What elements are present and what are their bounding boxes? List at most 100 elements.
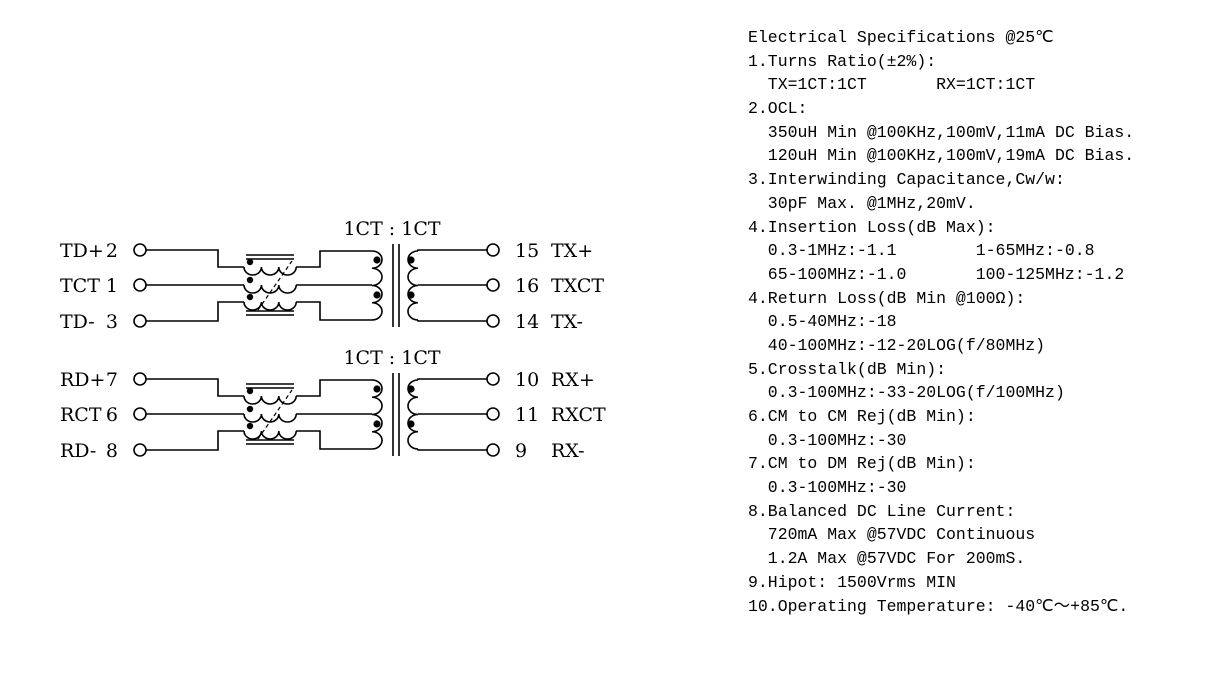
spec-line: 65-100MHz:-1.0 100-125MHz:-1.2 (748, 264, 1125, 284)
pin-circle (486, 372, 500, 386)
pin-circle (486, 314, 500, 328)
pin-number: 2 (106, 240, 118, 262)
pin-number: 1 (106, 275, 118, 297)
spec-line: 8.Balanced DC Line Current: (748, 501, 1016, 521)
polarity-dot (407, 291, 415, 299)
pin-number: 16 (515, 275, 539, 297)
polarity-dot (246, 405, 254, 413)
polarity-dot (246, 422, 254, 430)
polarity-dot (246, 258, 254, 266)
wire (417, 320, 487, 322)
primary-winding (371, 250, 383, 321)
spec-line: 30pF Max. @1MHz,20mV. (748, 193, 976, 213)
polarity-dot (246, 293, 254, 301)
pin-circle (486, 243, 500, 257)
pin-circle (133, 243, 147, 257)
pin-number: 7 (106, 369, 118, 391)
choke-winding (243, 395, 297, 405)
pin-circle (133, 407, 147, 421)
pin-number: 10 (515, 369, 539, 391)
pin-label: TXCT (551, 275, 604, 297)
pin-circle (486, 443, 500, 457)
wire (146, 249, 244, 268)
pin-label: RX+ (551, 369, 595, 391)
pin-label: RX- (551, 440, 585, 462)
coupling-dash (257, 389, 293, 440)
turns-ratio-label: 1CT : 1CT (343, 347, 440, 369)
spec-line: 3.Interwinding Capacitance,Cw/w: (748, 170, 1065, 190)
electrical-specifications: Electrical Specifications @25℃ 1.Turns Ra… (748, 26, 1208, 618)
wire (417, 378, 487, 380)
polarity-dot (373, 291, 381, 299)
spec-line: 0.3-100MHz:-33-20LOG(f/100MHz) (748, 383, 1065, 403)
polarity-dot (407, 256, 415, 264)
turns-ratio-label: 1CT : 1CT (343, 218, 440, 240)
spec-line: 0.3-100MHz:-30 (748, 430, 907, 450)
spec-line: 4.Return Loss(dB Min @100Ω): (748, 288, 1026, 308)
pin-label: TX- (551, 311, 583, 333)
coupling-dash (257, 260, 293, 311)
spec-line: 6.CM to CM Rej(dB Min): (748, 407, 976, 426)
spec-line: 0.3-100MHz:-30 (748, 478, 907, 498)
choke-winding (243, 266, 297, 276)
spec-line: 4.Insertion Loss(dB Max): (748, 217, 996, 237)
spec-line: 7.CM to DM Rej(dB Min): (748, 454, 976, 474)
pin-label: RCT (60, 404, 102, 426)
polarity-dot (246, 387, 254, 395)
spec-line: 350uH Min @100KHz,100mV,11mA DC Bias. (748, 122, 1135, 142)
pin-number: 8 (106, 440, 118, 462)
spec-line: 40-100MHz:-12-20LOG(f/80MHz) (748, 335, 1046, 355)
wire (296, 301, 372, 321)
wire (146, 378, 244, 397)
pin-circle (486, 407, 500, 421)
spec-line: 10.Operating Temperature: -40℃～+85℃. (748, 596, 1129, 616)
wire (296, 379, 372, 397)
polarity-dot (373, 420, 381, 428)
wire (417, 449, 487, 451)
pin-number: 6 (106, 404, 118, 426)
choke-winding (243, 430, 297, 440)
pin-number: 11 (515, 404, 539, 426)
spec-line: 1.Turns Ratio(±2%): (748, 51, 937, 71)
spec-line: 9.Hipot: 1500Vrms MIN (748, 572, 956, 592)
spec-line: 720mA Max @57VDC Continuous (748, 525, 1036, 545)
spec-line: 0.5-40MHz:-18 (748, 312, 897, 332)
pin-number: 9 (515, 440, 527, 462)
pin-circle (133, 314, 147, 328)
pin-label: RD- (60, 440, 96, 462)
spec-line: 120uH Min @100KHz,100mV,19mA DC Bias. (748, 146, 1135, 166)
pin-label: TD- (60, 311, 95, 333)
spec-line: Electrical Specifications @25℃ (748, 28, 1054, 47)
pin-label: RXCT (551, 404, 606, 426)
pin-label: RD+ (60, 369, 105, 391)
pin-number: 3 (106, 311, 118, 333)
polarity-dot (407, 420, 415, 428)
pin-circle (486, 278, 500, 292)
spec-line: 5.Crosstalk(dB Min): (748, 359, 947, 379)
wire (417, 249, 487, 251)
choke-winding (243, 413, 297, 423)
wire (296, 250, 372, 268)
polarity-dot (373, 385, 381, 393)
pin-circle (133, 372, 147, 386)
pin-label: TD+ (60, 240, 104, 262)
polarity-dot (373, 256, 381, 264)
polarity-dot (407, 385, 415, 393)
spec-line: 0.3-1MHz:-1.1 1-65MHz:-0.8 (748, 241, 1095, 261)
choke-winding (243, 301, 297, 311)
wire (296, 430, 372, 450)
wire (146, 301, 244, 322)
pin-number: 14 (515, 311, 539, 333)
spec-line: TX=1CT:1CT RX=1CT:1CT (748, 75, 1036, 95)
pin-label: TCT (60, 275, 100, 297)
spec-line: 2.OCL: (748, 99, 808, 119)
pin-circle (133, 278, 147, 292)
spec-line: 1.2A Max @57VDC For 200mS. (748, 549, 1026, 569)
pin-label: TX+ (551, 240, 593, 262)
choke-winding (243, 284, 297, 294)
pin-circle (133, 443, 147, 457)
wire (146, 430, 244, 451)
primary-winding (371, 379, 383, 450)
